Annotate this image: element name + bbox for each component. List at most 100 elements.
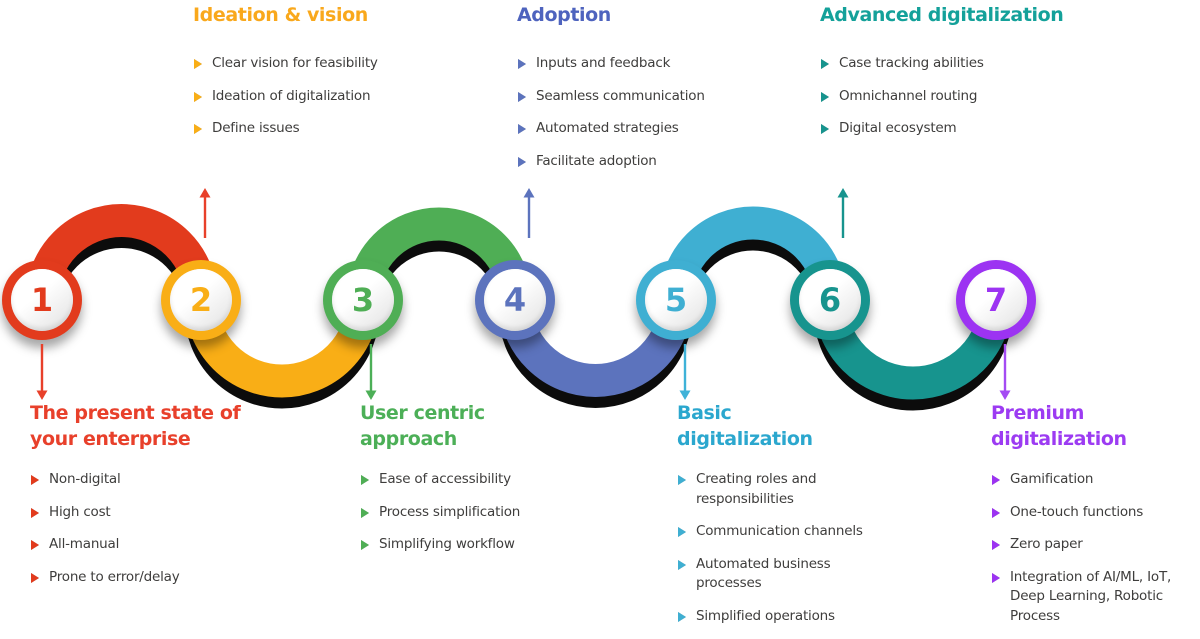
arrow-head-icon bbox=[523, 188, 535, 198]
step-5-section: Basic digitalization Creating roles and … bbox=[677, 400, 897, 639]
title-line: Advanced digitalization bbox=[820, 4, 1064, 26]
list-item-label: Process simplification bbox=[379, 503, 521, 520]
list-item-label: Ideation of digitalization bbox=[212, 87, 371, 104]
list-item-label: Simplified operations bbox=[696, 607, 835, 624]
bullet-arrow-icon bbox=[821, 124, 829, 134]
title-line: your enterprise bbox=[30, 428, 191, 450]
step-4-number: 4 bbox=[484, 269, 546, 331]
bullet-arrow-icon bbox=[31, 507, 39, 518]
bullet-arrow-icon bbox=[194, 59, 202, 69]
step-7-title: Premium digitalization bbox=[991, 400, 1191, 452]
list-item-label: Prone to error/delay bbox=[49, 568, 180, 585]
list-item: Omnichannel routing bbox=[820, 87, 1080, 107]
bullet-arrow-icon bbox=[31, 540, 39, 550]
list-item-label: Integration of AI/ML, IoT, Deep Learning… bbox=[1010, 568, 1172, 624]
step-2-number: 2 bbox=[170, 269, 232, 331]
list-item-label: Zero paper bbox=[1010, 536, 1083, 552]
step-4-section: Adoption Inputs and feedback Seamless co… bbox=[517, 2, 767, 184]
list-item: High cost bbox=[30, 503, 245, 523]
title-line: digitalization bbox=[991, 428, 1127, 450]
list-item-label: Define issues bbox=[212, 120, 300, 136]
list-item: Ease of accessibility bbox=[360, 470, 575, 490]
list-item: Simplified operations bbox=[677, 607, 897, 627]
list-item-label: Seamless communication bbox=[536, 87, 705, 104]
step-7-number: 7 bbox=[965, 269, 1027, 331]
bullet-arrow-icon bbox=[821, 59, 829, 69]
bullet-arrow-icon bbox=[361, 475, 369, 485]
step-3-section: User centric approach Ease of accessibil… bbox=[360, 400, 575, 568]
list-item-label: Automated strategies bbox=[536, 120, 679, 136]
bullet-arrow-icon bbox=[992, 540, 1000, 550]
list-item: Zero paper bbox=[991, 535, 1191, 555]
connector-arrow-down-5 bbox=[679, 344, 691, 400]
step-3-number: 3 bbox=[332, 269, 394, 331]
bullet-arrow-icon bbox=[821, 91, 829, 102]
connector-arrow-up-4 bbox=[523, 188, 535, 238]
bullet-arrow-icon bbox=[678, 527, 686, 537]
list-item-label: Inputs and feedback bbox=[536, 55, 671, 71]
arrow-head-icon bbox=[199, 188, 211, 198]
list-item-label: All-manual bbox=[49, 536, 120, 552]
bullet-arrow-icon bbox=[31, 475, 39, 485]
list-item: Automated strategies bbox=[517, 119, 767, 139]
step-6-node: 6 bbox=[790, 260, 870, 340]
step-4-title: Adoption bbox=[517, 2, 767, 28]
bullet-arrow-icon bbox=[992, 507, 1000, 518]
list-item: Creating roles and responsibilities bbox=[677, 470, 897, 509]
list-item: Digital ecosystem bbox=[820, 119, 1080, 139]
list-item: Integration of AI/ML, IoT, Deep Learning… bbox=[991, 568, 1191, 627]
list-item: Define issues bbox=[193, 119, 453, 139]
list-item-label: One-touch functions bbox=[1010, 503, 1144, 520]
step-2-title: Ideation & vision bbox=[193, 2, 453, 28]
title-line: Adoption bbox=[517, 4, 611, 26]
connector-arrow-down-1 bbox=[36, 344, 48, 400]
list-item: Non-digital bbox=[30, 470, 245, 490]
bullet-arrow-icon bbox=[518, 156, 526, 167]
step-1-title: The present state of your enterprise bbox=[30, 400, 245, 452]
bullet-arrow-icon bbox=[361, 507, 369, 518]
arrow-head-icon bbox=[36, 390, 48, 400]
title-line: Ideation & vision bbox=[193, 4, 368, 26]
list-item: Gamification bbox=[991, 470, 1191, 490]
bullet-arrow-icon bbox=[31, 572, 39, 583]
list-item-label: Communication channels bbox=[696, 523, 863, 539]
list-item-label: Clear vision for feasibility bbox=[212, 55, 378, 71]
list-item-label: Ease of accessibility bbox=[379, 471, 511, 487]
list-item: Prone to error/delay bbox=[30, 568, 245, 588]
bullet-arrow-icon bbox=[194, 124, 202, 134]
list-item-label: Non-digital bbox=[49, 471, 121, 487]
bullet-arrow-icon bbox=[678, 559, 686, 570]
title-line: Premium bbox=[991, 402, 1085, 424]
step-3-node: 3 bbox=[323, 260, 403, 340]
connector-arrow-up-6 bbox=[837, 188, 849, 238]
list-item: Seamless communication bbox=[517, 87, 767, 107]
title-line: approach bbox=[360, 428, 457, 450]
list-item: Simplifying workflow bbox=[360, 535, 575, 555]
list-item: Ideation of digitalization bbox=[193, 87, 453, 107]
arrow-head-icon bbox=[365, 390, 377, 400]
bullet-arrow-icon bbox=[678, 611, 686, 622]
step-3-title: User centric approach bbox=[360, 400, 575, 452]
bullet-arrow-icon bbox=[678, 475, 686, 485]
bullet-arrow-icon bbox=[194, 91, 202, 102]
list-item: Clear vision for feasibility bbox=[193, 54, 453, 74]
title-line: The present state of bbox=[30, 402, 241, 424]
bullet-arrow-icon bbox=[518, 124, 526, 134]
list-item-label: Omnichannel routing bbox=[839, 87, 978, 104]
step-2-section: Ideation & vision Clear vision for feasi… bbox=[193, 2, 453, 152]
title-line: Basic bbox=[677, 402, 732, 424]
list-item-label: Case tracking abilities bbox=[839, 55, 984, 71]
list-item: One-touch functions bbox=[991, 503, 1191, 523]
list-item-label: Creating roles and responsibilities bbox=[696, 471, 817, 507]
bullet-arrow-icon bbox=[518, 91, 526, 102]
bullet-arrow-icon bbox=[992, 572, 1000, 583]
list-item: Case tracking abilities bbox=[820, 54, 1080, 74]
step-6-section: Advanced digitalization Case tracking ab… bbox=[820, 2, 1080, 152]
bullet-arrow-icon bbox=[992, 475, 1000, 485]
arrow-head-icon bbox=[679, 390, 691, 400]
bullet-arrow-icon bbox=[518, 59, 526, 69]
step-1-number: 1 bbox=[11, 269, 73, 331]
connector-arrow-down-7 bbox=[999, 344, 1011, 400]
step-5-node: 5 bbox=[636, 260, 716, 340]
